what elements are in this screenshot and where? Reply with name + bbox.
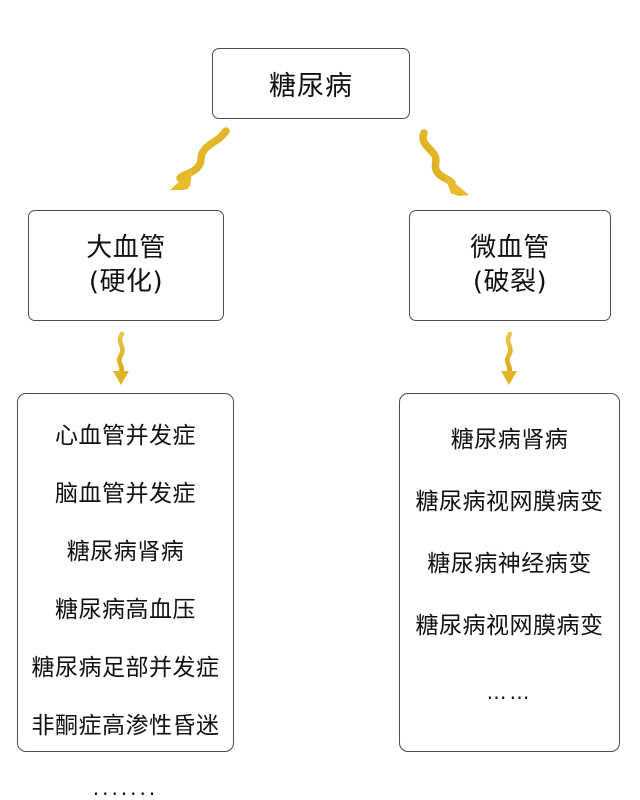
node-diabetes[interactable]: 糖尿病 [212,48,410,119]
node-microvascular-title: 微血管 [470,233,550,264]
node-microvascular-complications[interactable]: 糖尿病肾病 糖尿病视网膜病变 糖尿病神经病变 糖尿病视网膜病变 …… [399,393,620,752]
node-macrovascular-subtitle: (硬化) [88,266,164,297]
list-more-ellipsis: …… [486,680,533,704]
list-item: 糖尿病神经病变 [427,551,592,577]
connector-left-branch-to-left-list [113,331,129,385]
node-microvascular[interactable]: 微血管 (破裂) [409,210,611,321]
node-macrovascular[interactable]: 大血管 (硬化) [28,210,224,321]
node-diabetes-label: 糖尿病 [269,71,353,102]
list-item: 糖尿病肾病 [450,427,569,453]
node-microvascular-subtitle: (破裂) [472,266,548,297]
list-item: 心血管并发症 [55,423,196,449]
node-macrovascular-title: 大血管 [86,233,166,264]
list-item: 糖尿病视网膜病变 [415,613,604,639]
list-more-ellipsis: ....... [92,776,159,800]
connector-right-branch-to-right-list [501,331,517,385]
list-item: 脑血管并发症 [55,481,196,507]
list-item: 糖尿病足部并发症 [31,655,220,681]
node-macrovascular-complications[interactable]: 心血管并发症 脑血管并发症 糖尿病肾病 糖尿病高血压 糖尿病足部并发症 非酮症高… [17,393,234,800]
connector-root-to-left-branch [170,127,230,190]
list-item: 糖尿病肾病 [66,539,185,565]
list-item: 糖尿病视网膜病变 [415,489,604,515]
list-item: 糖尿病高血压 [55,597,196,623]
list-item: 非酮症高渗性昏迷 [31,713,220,739]
diagram-canvas: 糖尿病 大血管 (硬化) 微血管 (破裂) 心血管并发症 脑血管并发症 糖尿病肾… [17,48,620,800]
connector-root-to-right-branch [419,129,469,196]
